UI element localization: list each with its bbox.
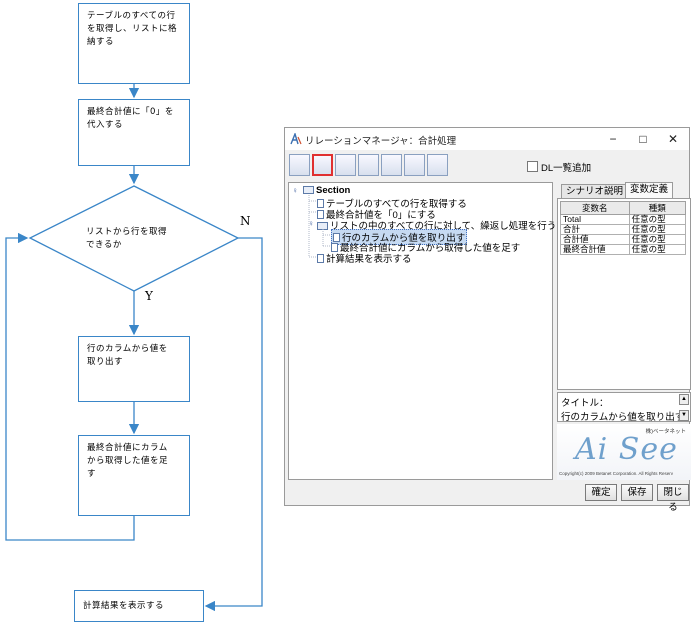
var-type-cell[interactable]: 任意の型 — [628, 214, 687, 225]
tree-node-label: 最終合計値を「0」にする — [326, 210, 436, 221]
title-value[interactable]: 行のカラムから値を取り出す — [561, 412, 685, 423]
edit-node-icon[interactable] — [358, 154, 379, 176]
var-name-cell[interactable]: 合計値 — [560, 234, 630, 245]
title-area[interactable]: タイトル： 行のカラムから値を取り出す ▲ ▼ — [557, 392, 691, 423]
folder-icon — [303, 186, 314, 194]
tree-node-label: 計算結果を表示する — [326, 254, 412, 265]
title-bar[interactable]: リレーションマネージャ：合計処理 − □ ✕ — [285, 128, 689, 150]
document-icon — [333, 233, 340, 242]
logo-copyright: Copyright(c) 2009 Betanet Corporation. A… — [559, 471, 674, 476]
close-button[interactable]: 閉じる — [657, 484, 689, 513]
document-icon — [331, 243, 338, 252]
var-type-cell[interactable]: 任意の型 — [628, 234, 687, 245]
collapse-root-icon[interactable]: ♀ — [292, 186, 298, 195]
table-row[interactable]: 合計任意の型 — [560, 224, 687, 235]
dl-list-label: DL一覧追加 — [541, 163, 592, 174]
title-label: タイトル： — [561, 398, 609, 409]
tree-node-add-to-total[interactable]: 最終合計値にカラムから取得した値を足す — [331, 240, 520, 254]
column-header-name[interactable]: 変数名 — [560, 201, 630, 215]
tree-node-label: テーブルのすべての行を取得する — [326, 199, 467, 210]
toolbar: DL一覧追加 — [287, 152, 691, 182]
tab-bar: シナリオ説明 変数定義 — [557, 182, 691, 198]
document-icon — [317, 254, 324, 263]
arrow-decision-no — [204, 237, 263, 612]
var-name-cell[interactable]: Total — [560, 214, 630, 225]
var-name-cell[interactable]: 最終合計値 — [560, 244, 630, 255]
tree-node-section[interactable]: Section — [303, 185, 350, 196]
var-type-cell[interactable]: 任意の型 — [628, 244, 687, 255]
close-window-button[interactable]: ✕ — [667, 132, 679, 146]
maximize-button[interactable]: □ — [639, 132, 647, 146]
tree-node-label: 最終合計値にカラムから取得した値を足す — [340, 243, 521, 254]
tree-node-get-rows[interactable]: テーブルのすべての行を取得する — [317, 196, 467, 210]
add-process-icon[interactable] — [289, 154, 310, 176]
ai-see-logo: 株)ベータネット Ai See Copyright(c) 2009 Betane… — [557, 424, 691, 480]
branch-yes-label: Y — [145, 289, 153, 303]
tree-node-show-result[interactable]: 計算結果を表示する — [317, 251, 412, 265]
scenario-tree: ♀ Section テーブルのすべての行を取得する 最終合計値を「0」にする ♀… — [288, 182, 557, 480]
logo-mark: Ai See — [575, 432, 678, 467]
var-type-cell[interactable]: 任意の型 — [628, 224, 687, 235]
table-header-row: 変数名 種類 — [560, 201, 687, 215]
tree-node-init-total[interactable]: 最終合計値を「0」にする — [317, 207, 436, 221]
tree-node-label: 行のカラムから値を取り出す — [342, 233, 466, 244]
step-init-total: 最終合計値に「0」を 代入する — [78, 99, 190, 166]
app-icon — [290, 133, 302, 145]
confirm-button[interactable]: 確定 — [585, 484, 617, 501]
step-add-to-total: 最終合計値にカラム から取得した値を足 す — [78, 435, 190, 516]
table-row[interactable]: 最終合計値任意の型 — [560, 244, 687, 255]
add-loop-icon[interactable] — [335, 154, 356, 176]
relation-manager-window: リレーションマネージャ：合計処理 − □ ✕ DL一覧追加 ♀ Section … — [284, 127, 691, 513]
scroll-up-icon[interactable]: ▲ — [679, 394, 689, 405]
var-name-cell[interactable]: 合計 — [560, 224, 630, 235]
table-row[interactable]: 合計値任意の型 — [560, 234, 687, 245]
document-icon — [317, 199, 324, 208]
loop-back-line — [5, 232, 135, 541]
decision-text: リストから行を取得 できるか — [86, 227, 168, 250]
minimize-button[interactable]: − — [609, 132, 617, 146]
scroll-down-icon[interactable]: ▼ — [679, 410, 689, 421]
tree-node-get-column-value[interactable]: 行のカラムから値を取り出す — [331, 229, 468, 245]
window-title: リレーションマネージャ：合計処理 — [305, 136, 457, 147]
flowchart: テーブルのすべての行 を取得し、リストに格 納する 最終合計値に「0」を 代入す… — [0, 0, 280, 624]
collapse-loop-icon[interactable]: ♀ — [308, 219, 314, 228]
column-header-type[interactable]: 種類 — [628, 201, 687, 215]
step-show-result: 計算結果を表示する — [74, 590, 204, 622]
branch-no-label: N — [240, 214, 251, 228]
tree-node-label: リストの中のすべての行に対して、繰返し処理を行う — [330, 221, 557, 232]
flowchart-connectors — [5, 84, 263, 612]
tab-variable-definition[interactable]: 変数定義 — [625, 182, 674, 198]
dl-list-checkbox[interactable]: DL一覧追加 — [527, 160, 591, 174]
logo-company-name: 株)ベータネット — [645, 429, 686, 435]
step-get-rows: テーブルのすべての行 を取得し、リストに格 納する — [78, 3, 190, 84]
step-get-column-value: 行のカラムから値を 取り出す — [78, 336, 190, 402]
document-icon — [317, 210, 324, 219]
checkbox-icon[interactable] — [527, 161, 538, 172]
add-document-icon[interactable] — [312, 154, 333, 176]
tree-guide-lines — [308, 195, 330, 258]
tab-scenario-description[interactable]: シナリオ説明 — [561, 184, 629, 198]
delete-node-icon[interactable] — [381, 154, 402, 176]
move-node-icon[interactable] — [404, 154, 425, 176]
settings-node-icon[interactable] — [427, 154, 448, 176]
save-button[interactable]: 保存 — [621, 484, 653, 501]
tree-node-label: Section — [316, 185, 351, 196]
